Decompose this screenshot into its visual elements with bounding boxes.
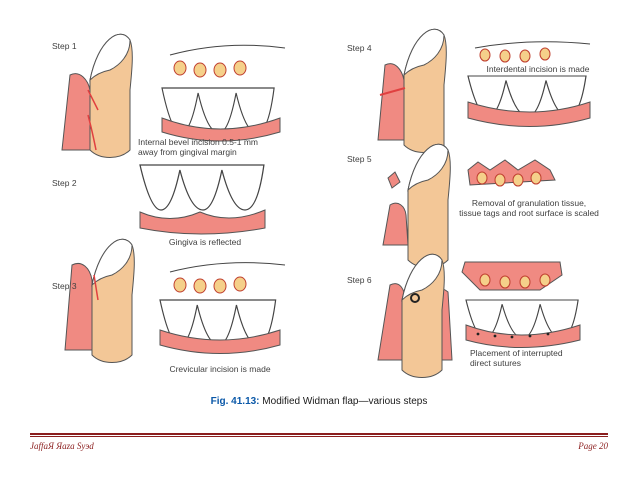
step-1-label: Step 1 bbox=[52, 41, 77, 51]
step-3-caption: Crevicular incision is made bbox=[169, 364, 271, 374]
step-2-illustration bbox=[139, 164, 266, 235]
step-3-illustration bbox=[64, 238, 286, 363]
footer-divider-thin bbox=[30, 436, 608, 437]
step-4-illustration bbox=[377, 28, 591, 153]
footer-page-number: Page 20 bbox=[578, 441, 608, 451]
step-4-caption: Interdental incision is made bbox=[486, 64, 590, 74]
step-6-caption: Placement of interrupted direct sutures bbox=[470, 348, 563, 368]
step-2-caption: Gingiva is reflected bbox=[168, 237, 242, 247]
step-2-label: Step 2 bbox=[52, 178, 77, 188]
footer-author: JaffaЯ Яaza Syэd bbox=[30, 441, 94, 451]
step-1-caption: Internal bevel incision 0.5-1 mm away fr… bbox=[138, 137, 259, 157]
step-3-label: Step 3 bbox=[52, 281, 77, 291]
figure-title: Modified Widman flap—various steps bbox=[262, 396, 428, 407]
step-5-label: Step 5 bbox=[347, 154, 372, 164]
figure-illustration bbox=[61, 28, 591, 378]
step-6-label: Step 6 bbox=[347, 275, 372, 285]
step-5-caption: Removal of granulation tissue, tissue ta… bbox=[459, 198, 599, 218]
figure-caption: Fig. 41.13: Modified Widman flap—various… bbox=[0, 396, 638, 407]
step-4-label: Step 4 bbox=[347, 43, 372, 53]
step-6-illustration bbox=[377, 253, 581, 378]
step-5-illustration bbox=[382, 143, 556, 268]
step-1-illustration bbox=[61, 33, 286, 158]
figure-number: Fig. 41.13: bbox=[210, 396, 260, 407]
footer-divider bbox=[30, 433, 608, 435]
